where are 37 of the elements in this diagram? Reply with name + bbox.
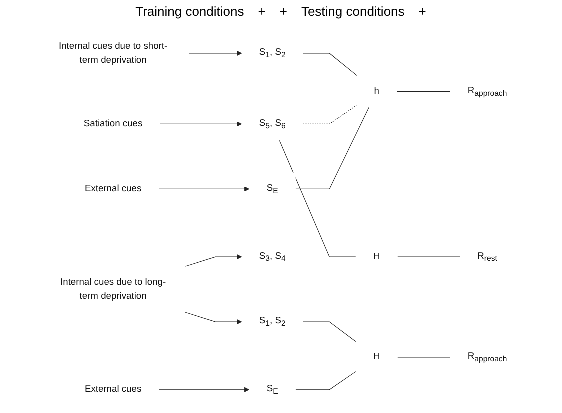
plus-sign: + (280, 4, 288, 21)
arrow (189, 50, 242, 56)
arrow (160, 122, 242, 127)
connector (303, 322, 356, 342)
node-text: S$_{5}$, S$_{6}$ (259, 118, 286, 130)
node-text: S$_{E}$ (266, 183, 278, 196)
node-text: S$_{1}$, S$_{2}$ (259, 48, 286, 60)
node-text: S$_{E}$ (266, 384, 278, 396)
arrow (184, 254, 242, 268)
node-text: S$_{1}$, S$_{2}$ (259, 316, 286, 328)
connector (303, 53, 358, 76)
section-heading: Training conditions (136, 4, 244, 21)
arrow (184, 312, 242, 325)
node-text: R$_{approach}$ (468, 86, 508, 98)
node-text: R$_{approach}$ (468, 352, 508, 364)
node-text: Satiation cues (84, 118, 143, 129)
node-text: Internal cues due to short-term deprivation (58, 41, 168, 66)
arrow (158, 186, 250, 192)
connector (303, 105, 357, 124)
connector (296, 107, 370, 190)
node-text: S$_{3}$, S$_{4}$ (259, 251, 286, 263)
connector (396, 91, 451, 92)
node-text: R$_{rest}$ (478, 251, 498, 263)
arrow (158, 387, 250, 392)
node-text: H (373, 352, 380, 362)
node-text: External cues (84, 184, 142, 194)
connector (279, 140, 356, 258)
connector (296, 372, 356, 390)
plus-sign: + (418, 4, 426, 21)
connector (397, 357, 451, 358)
node-text: External cues (84, 384, 142, 395)
section-heading: Testing conditions (301, 4, 405, 21)
node-text: Internal cues due to long-term deprivation (60, 277, 166, 302)
node-text: h (374, 86, 380, 96)
plus-sign: + (258, 4, 266, 21)
connector (397, 256, 460, 258)
node-text: H (373, 252, 380, 262)
